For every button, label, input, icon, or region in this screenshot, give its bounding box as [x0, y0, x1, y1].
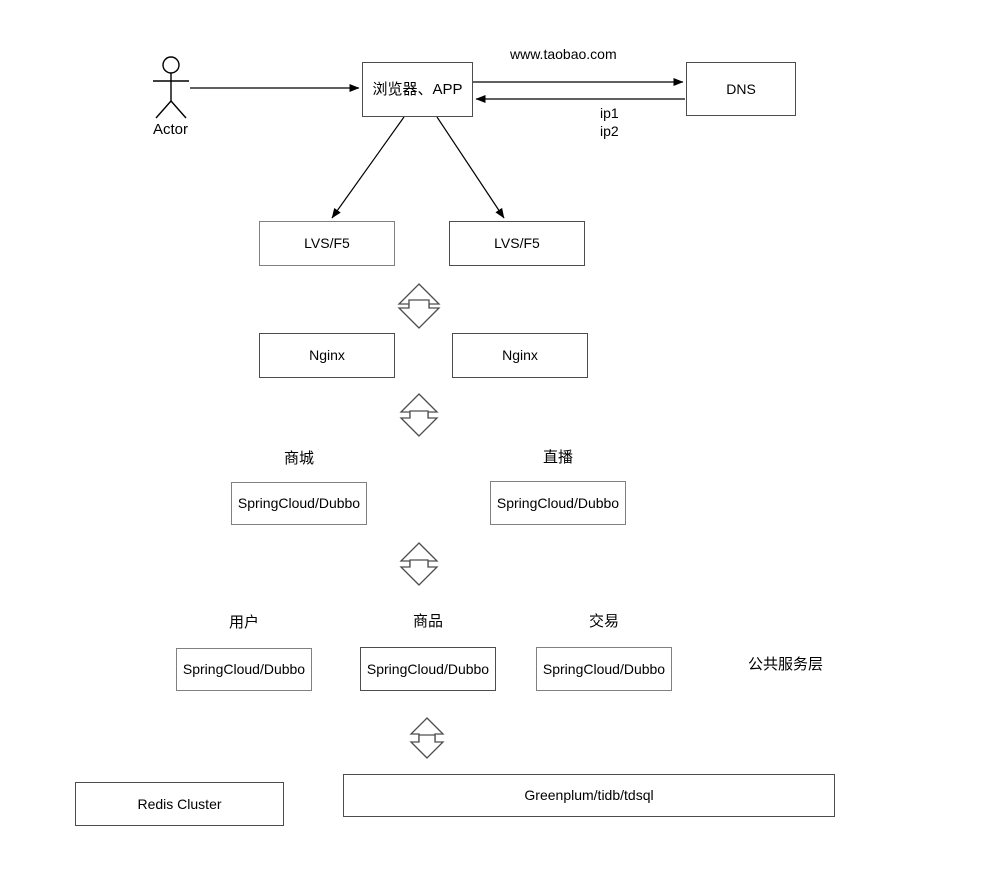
double-arrow-public-database-icon — [409, 717, 445, 759]
double-arrow-lvs-nginx-icon — [397, 283, 441, 329]
double-arrow-services-public-icon — [399, 542, 439, 586]
node-trade-service[interactable]: SpringCloud/Dubbo — [536, 647, 672, 691]
caption-user: 用户 — [228, 613, 259, 631]
caption-live: 直播 — [542, 448, 573, 466]
double-arrow-nginx-services-icon — [399, 393, 439, 437]
ip2-label: ip2 — [600, 123, 619, 139]
caption-public-service-layer: 公共服务层 — [748, 655, 824, 673]
node-lvs-f5-left[interactable]: LVS/F5 — [259, 221, 395, 266]
node-browser-app[interactable]: 浏览器、APP — [362, 62, 473, 117]
actor-icon — [153, 56, 189, 119]
node-redis-cluster[interactable]: Redis Cluster — [75, 782, 284, 826]
node-mall-service[interactable]: SpringCloud/Dubbo — [231, 482, 367, 525]
node-lvs-f5-right[interactable]: LVS/F5 — [449, 221, 585, 266]
node-nginx-left[interactable]: Nginx — [259, 333, 395, 378]
node-user-service[interactable]: SpringCloud/Dubbo — [176, 648, 312, 691]
wire-browser-to-lvs-left — [331, 116, 405, 219]
actor-label: Actor — [153, 121, 189, 138]
node-dns[interactable]: DNS — [686, 62, 796, 116]
node-nginx-right[interactable]: Nginx — [452, 333, 588, 378]
ip1-label: ip1 — [600, 105, 619, 121]
node-product-service[interactable]: SpringCloud/Dubbo — [360, 647, 496, 691]
node-live-service[interactable]: SpringCloud/Dubbo — [490, 481, 626, 525]
wire-browser-to-lvs-right — [436, 116, 505, 219]
caption-product: 商品 — [412, 612, 443, 630]
caption-trade: 交易 — [588, 612, 619, 630]
caption-mall: 商城 — [283, 449, 314, 467]
node-database[interactable]: Greenplum/tidb/tdsql — [343, 774, 835, 817]
domain-label: www.taobao.com — [510, 46, 617, 62]
